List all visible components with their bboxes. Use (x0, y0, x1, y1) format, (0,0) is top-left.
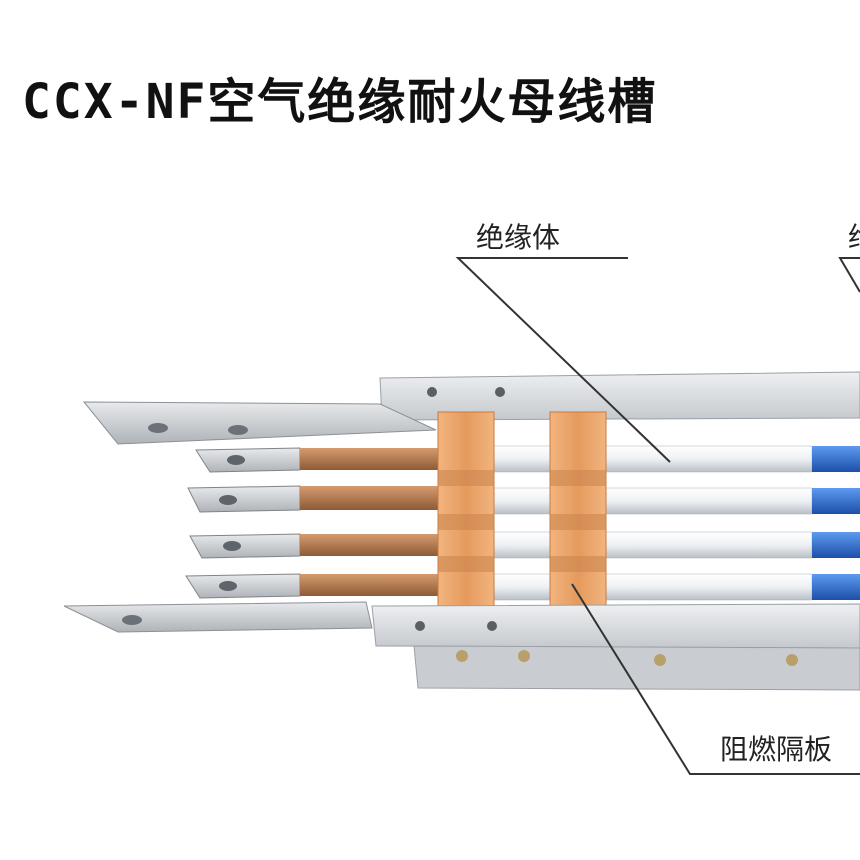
callout-leader-insulator (455, 257, 671, 463)
callout-flame-barrier: 阻燃隔板 (720, 733, 833, 766)
callout-right-partial: 绝 (848, 216, 860, 256)
product-title: CCX-NF空气绝缘耐火母线槽 (22, 74, 658, 130)
top-ground-plate (82, 401, 437, 445)
callout-leader-right (838, 257, 860, 293)
flame-barrier-1 (437, 411, 495, 609)
flame-barrier-2 (549, 411, 607, 609)
insulated-conductors (439, 445, 860, 601)
bottom-housing-rail (371, 603, 860, 691)
copper-bar-1 (195, 447, 440, 473)
copper-bar-3 (189, 533, 440, 559)
callout-leader-barrier (571, 583, 860, 775)
copper-bar-2 (187, 485, 440, 513)
callout-insulator: 绝缘体 (476, 221, 561, 254)
copper-bar-4 (185, 573, 440, 599)
bottom-ground-plate (63, 601, 373, 633)
